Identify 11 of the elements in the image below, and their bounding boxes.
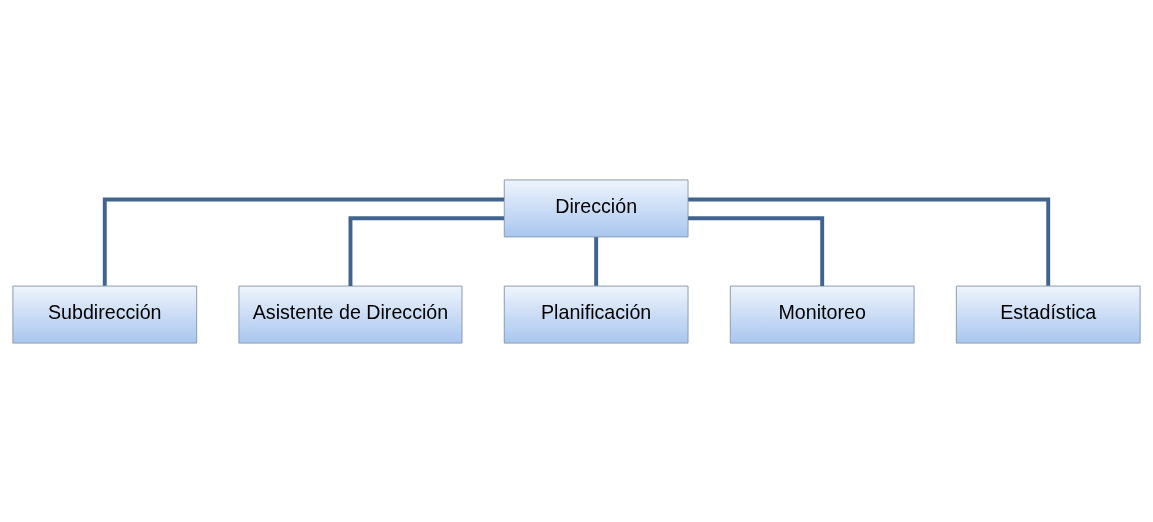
node-box: Estadística — [955, 285, 1141, 344]
connector — [688, 197, 1051, 286]
connector — [102, 197, 504, 286]
node-box: Monitoreo — [729, 285, 915, 344]
connector — [594, 236, 599, 286]
connector — [688, 215, 825, 286]
node-box: Dirección — [503, 178, 689, 237]
node-box: Asistente de Dirección — [238, 285, 463, 344]
node-box: Subdirección — [12, 285, 198, 344]
node-box: Planificación — [503, 285, 689, 344]
connector — [348, 215, 504, 286]
